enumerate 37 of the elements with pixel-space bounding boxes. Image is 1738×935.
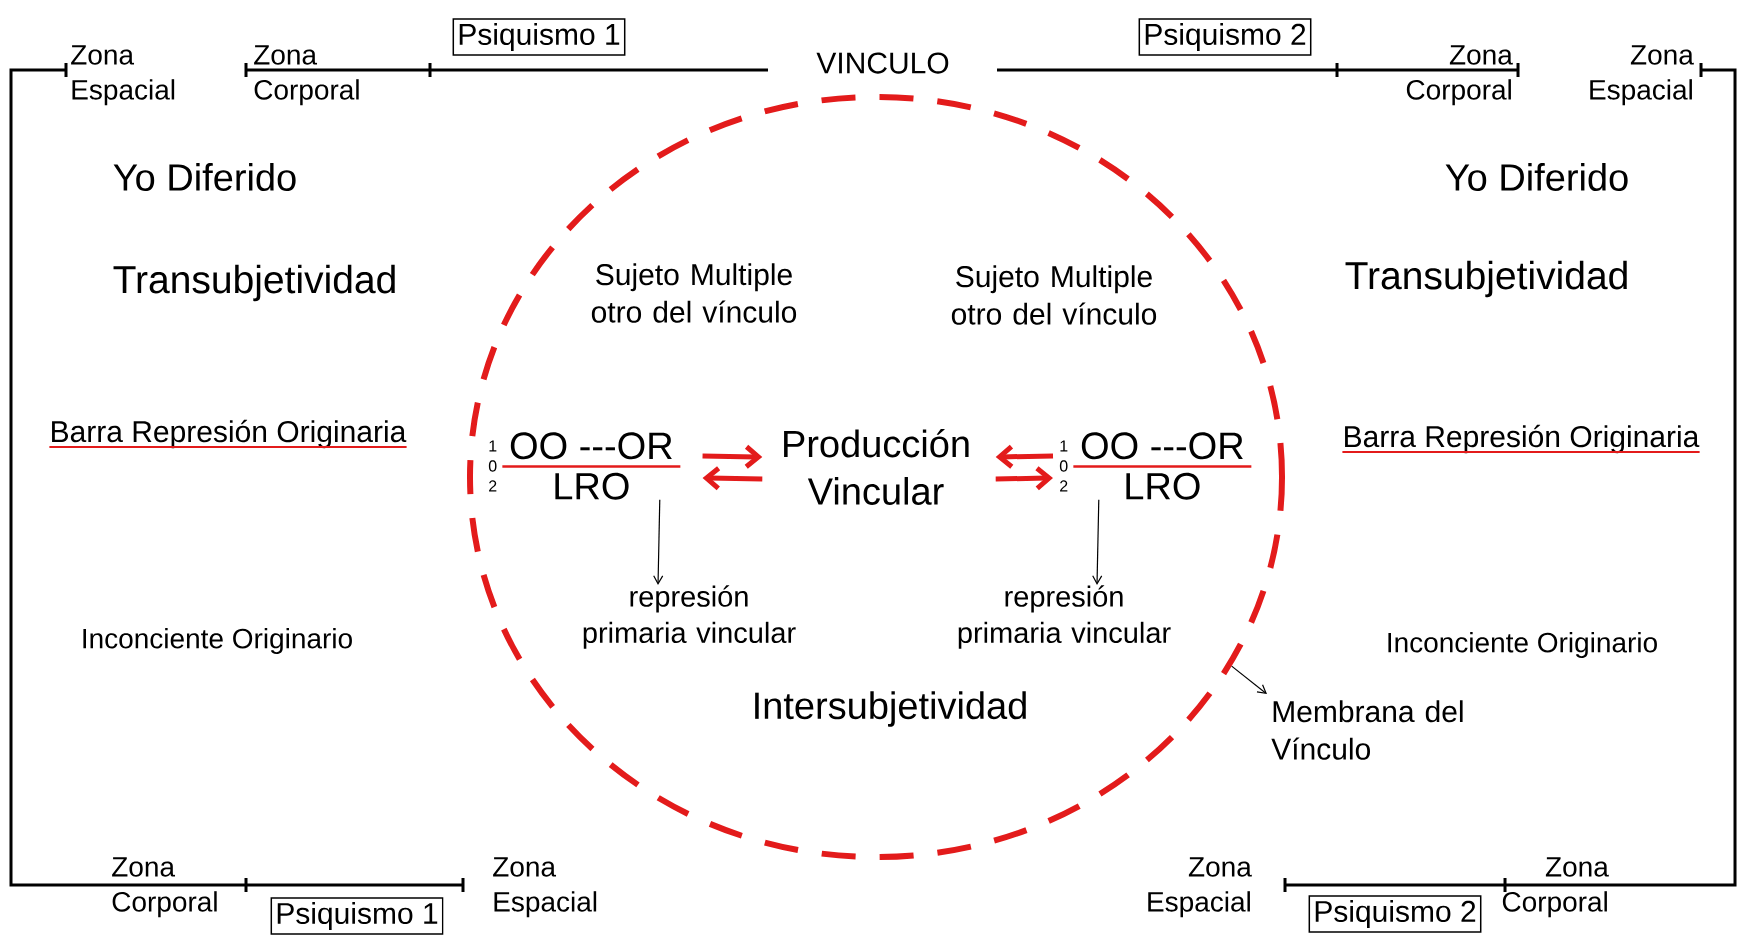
arrow [702,444,763,469]
arrow [1092,499,1103,585]
center-label: Producción Vincular [784,429,969,505]
region-label: Intersubjetividad [755,691,1026,727]
text-label: represión primaria vincular [958,585,1171,649]
labeled-box: Psiquismo 1 [270,897,444,935]
region-label: Inconciente Originario [83,627,352,655]
labeled-box: Psiquismo 2 [1308,895,1482,933]
zone-label: Zona Corporal [1502,857,1609,918]
region-label: Inconciente Originario [1388,631,1657,659]
leader-line [1231,665,1268,695]
formula-block: 1 0 2 OO ---OR LRO [488,432,681,500]
zone-label: Zona Espacial [1590,45,1694,106]
text-label: Sujeto Multiple otro del vínculo [591,263,797,323]
arrow [653,499,664,585]
zone-label: Zona Espacial [1148,857,1252,918]
text-label: represión primaria vincular [583,585,796,649]
arrow [702,466,763,491]
region-label: Transubjetividad [113,264,395,302]
region-label: Yo Diferido [1445,163,1628,191]
zone-label: Zona Espacial [493,857,597,918]
underlined-label: Barra Represión Originaria [1341,424,1701,454]
arrow [995,466,1053,491]
zone-label: Zona Corporal [254,45,359,106]
zone-label: Zona Corporal [112,857,217,918]
formula-block: 1 0 2 OO ---OR LRO [1059,432,1252,500]
region-label: Transubjetividad [1345,260,1627,298]
labeled-box: Psiquismo 1 [452,18,626,56]
underlined-label: Barra Represión Originaria [48,419,408,449]
arrow [995,444,1054,469]
region-label: Yo Diferido [113,163,296,191]
zone-label: Zona Espacial [71,45,175,106]
labeled-box: Psiquismo 2 [1138,18,1312,56]
text-label: Sujeto Multiple otro del vínculo [951,265,1157,325]
zone-label: Zona Corporal [1406,45,1513,106]
heading: VINCULO [816,52,949,74]
callout-label: Membrana del Vínculo [1271,700,1463,760]
